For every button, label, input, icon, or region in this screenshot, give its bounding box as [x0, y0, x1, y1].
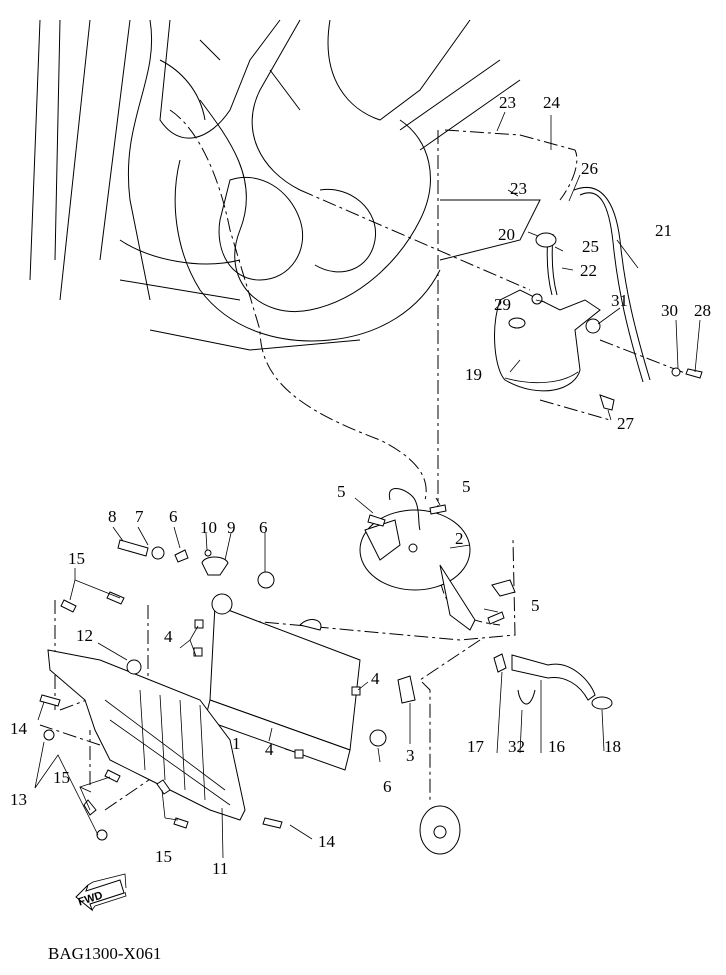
- collar-29: [531, 293, 543, 305]
- radiator-fan-group: [359, 488, 516, 631]
- nut-4-d: [294, 749, 304, 759]
- damper-6-c: [369, 729, 387, 747]
- callout-11: 11: [212, 859, 229, 878]
- damper-6-b: [257, 571, 275, 589]
- radiator-group: [117, 539, 387, 771]
- callout-9: 9: [227, 518, 236, 537]
- callout-8: 8: [108, 507, 117, 526]
- callout-12: 12: [76, 626, 93, 645]
- callout-5: 5: [531, 596, 540, 615]
- callout-24: 24: [543, 93, 560, 112]
- nut-4-a: [194, 619, 204, 629]
- callout-23: 23: [510, 179, 527, 198]
- hose-horn-group: [397, 653, 613, 855]
- callout-31: 31: [611, 291, 628, 310]
- callout-27: 27: [617, 414, 634, 433]
- leader-lines: [34, 111, 701, 859]
- stay-3: [397, 675, 416, 704]
- damper-31: [585, 318, 601, 334]
- bolt-8: [117, 539, 149, 557]
- bracket-32: [517, 689, 536, 705]
- damper-6-a: [174, 549, 189, 563]
- bolt-14-a: [39, 694, 61, 707]
- callout-3: 3: [406, 746, 415, 765]
- clip-10: [204, 549, 212, 557]
- callout-15: 15: [68, 549, 85, 568]
- callout-18: 18: [604, 737, 621, 756]
- collar-13-a: [43, 729, 55, 741]
- cap-9: [201, 556, 229, 576]
- clamp-fan: [491, 579, 516, 597]
- callout-6: 6: [259, 518, 268, 537]
- diagram-code: BAG1300-X061: [48, 944, 162, 963]
- screw-15-e: [156, 779, 171, 795]
- collar-13-b: [96, 829, 108, 841]
- callout-16: 16: [548, 737, 565, 756]
- callout-32: 32: [508, 737, 525, 756]
- callout-4: 4: [371, 669, 380, 688]
- reservoir-cap-20: [535, 232, 557, 248]
- callout-30: 30: [661, 301, 678, 320]
- callout-6: 6: [383, 777, 392, 796]
- bolt-14-b: [262, 817, 283, 829]
- reservoir-hose-21: [573, 187, 651, 383]
- callout-14: 14: [318, 832, 335, 851]
- callout-15: 15: [155, 847, 172, 866]
- radiator-cover-group: [39, 591, 283, 841]
- radiator-filler-neck: [211, 593, 233, 615]
- radiator-cover-11: [47, 649, 246, 821]
- frame-engine-sketch: [29, 19, 541, 351]
- callout-7: 7: [135, 507, 144, 526]
- washer-30: [671, 367, 681, 377]
- screw-15-b: [106, 591, 125, 605]
- bolt-5-b: [429, 504, 447, 515]
- screw-15-c: [104, 769, 121, 783]
- callout-6: 6: [169, 507, 178, 526]
- coolant-reservoir-tank: [494, 289, 601, 392]
- grommet-27: [599, 394, 615, 411]
- callout-25: 25: [582, 237, 599, 256]
- callout-13: 13: [10, 790, 27, 809]
- callout-2: 2: [455, 529, 464, 548]
- callout-28: 28: [694, 301, 711, 320]
- callout-26: 26: [581, 159, 598, 178]
- bolt-5-c: [487, 611, 505, 625]
- collar-7: [151, 546, 165, 560]
- callout-20: 20: [498, 225, 515, 244]
- callout-15: 15: [53, 768, 70, 787]
- callout-14: 14: [10, 719, 27, 738]
- bolt-5-a: [367, 514, 386, 527]
- screw-15-a: [60, 599, 77, 613]
- clamp-17: [493, 653, 507, 673]
- bolt-28: [685, 368, 703, 379]
- damper-12: [126, 659, 142, 675]
- radiator-hose-16: [511, 654, 596, 701]
- nut-4-c: [351, 686, 361, 696]
- callout-29: 29: [494, 295, 511, 314]
- callout-10: 10: [200, 518, 217, 537]
- hose-clamp-18: [591, 696, 613, 710]
- callout-4: 4: [265, 740, 274, 759]
- reservoir-cap-neck: [508, 317, 526, 329]
- callout-5: 5: [337, 482, 346, 501]
- screw-15-d: [83, 799, 97, 816]
- nut-4-b: [193, 647, 203, 657]
- screw-15-f: [173, 817, 189, 829]
- callout-22: 22: [580, 261, 597, 280]
- forward-direction-arrow: [75, 873, 127, 912]
- callout-17: 17: [467, 737, 484, 756]
- callout-4: 4: [164, 627, 173, 646]
- coolant-reservoir-group: [494, 187, 703, 411]
- callout-19: 19: [465, 365, 482, 384]
- callout-21: 21: [655, 221, 672, 240]
- callout-23: 23: [499, 93, 516, 112]
- callout-1: 1: [232, 734, 241, 753]
- callout-5: 5: [462, 477, 471, 496]
